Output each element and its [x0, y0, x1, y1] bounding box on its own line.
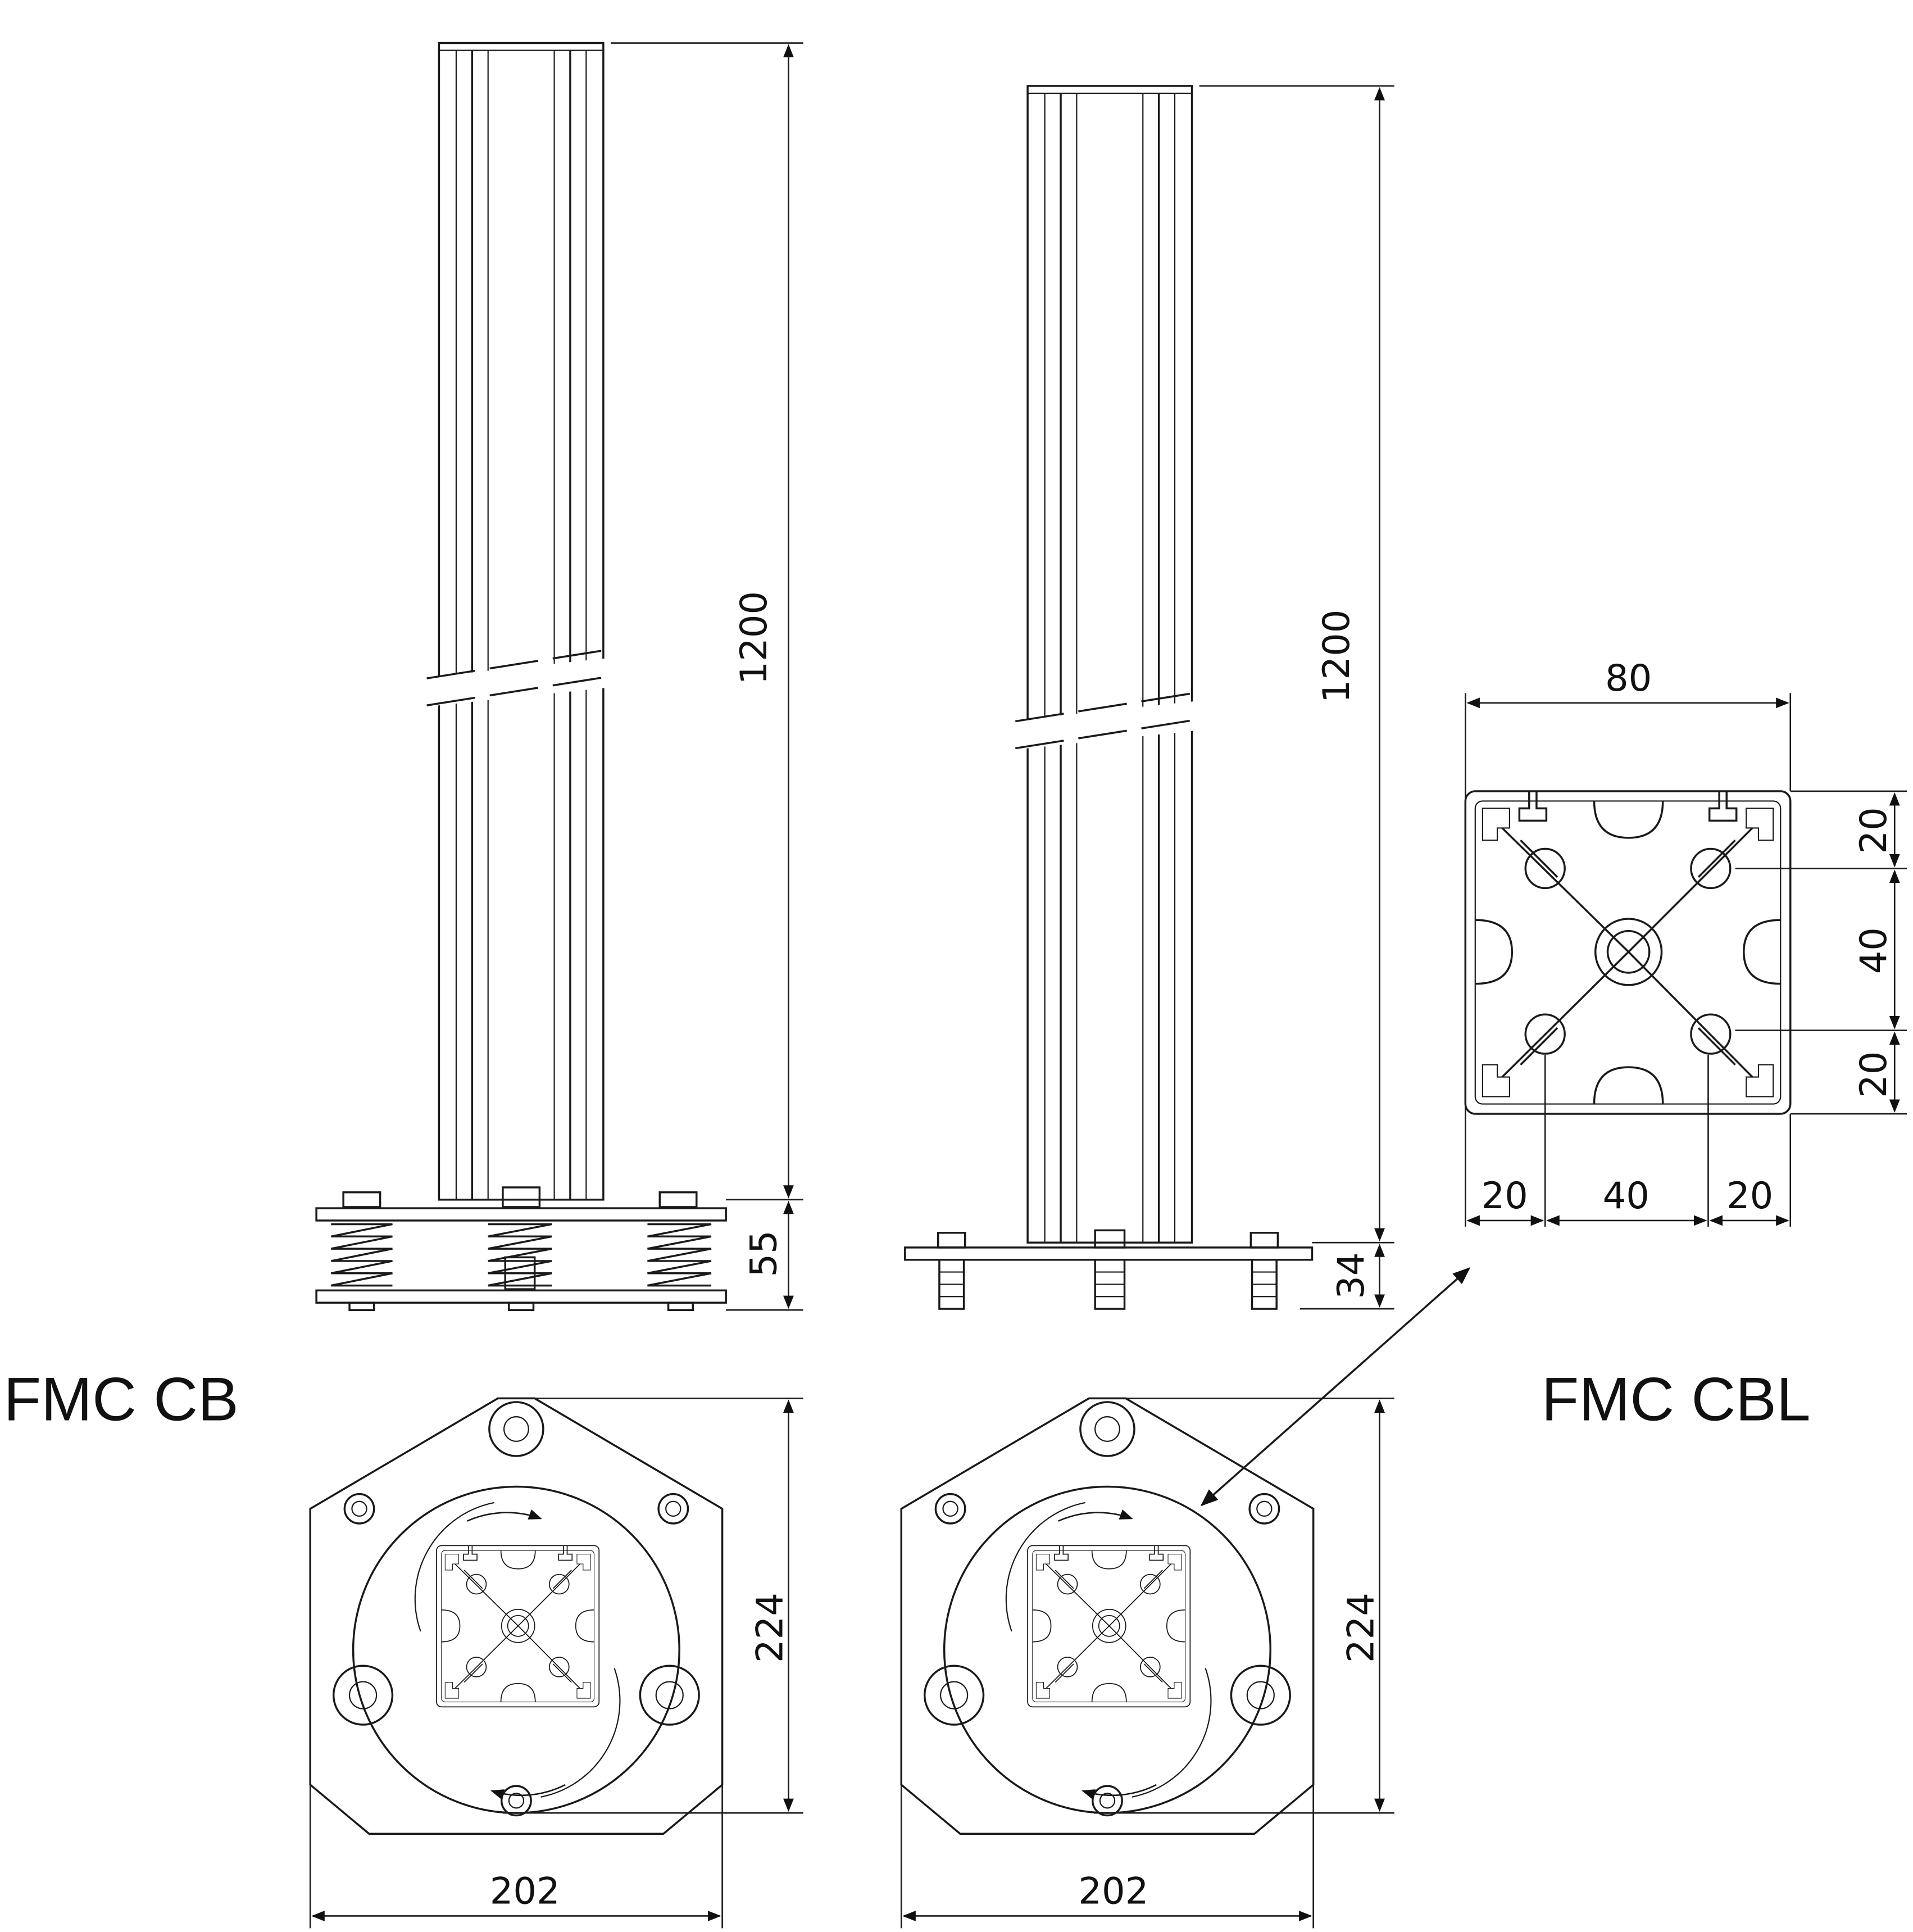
right-plan-view: [901, 1398, 1313, 1834]
profile-right-bottom-label: 20: [1852, 1051, 1895, 1098]
profile-width-label: 80: [1605, 657, 1652, 700]
right-model-title: FMC CBL: [1542, 1366, 1811, 1434]
right-height-dimension: 1200 34: [1199, 85, 1394, 1310]
profile-dimensions: 80 20 40 20 20 40 20: [1465, 657, 1907, 1227]
right-leveling-base: [904, 1229, 1314, 1310]
left-plan-view: [310, 1398, 722, 1834]
profile-cross-section: [1464, 790, 1792, 1115]
right-plate-height-label: 224: [1340, 1593, 1383, 1663]
detail-arrow: [1200, 1267, 1471, 1507]
profile-bottom-mid-label: 40: [1603, 1174, 1650, 1217]
right-column: [1012, 85, 1210, 1244]
right-height-label: 1200: [1315, 610, 1358, 704]
left-model-title: FMC CB: [4, 1366, 239, 1434]
profile-right-top-label: 20: [1852, 807, 1895, 854]
left-column: [423, 42, 622, 1201]
profile-bottom-right-label: 20: [1726, 1174, 1773, 1217]
right-plate-width-label: 202: [1078, 1870, 1148, 1913]
right-base-height-label: 34: [1330, 1252, 1373, 1299]
profile-bottom-left-label: 20: [1482, 1174, 1528, 1217]
left-plan-dimensions: 224 202: [309, 1398, 803, 1929]
left-base-height-label: 55: [743, 1230, 785, 1277]
left-height-dimension: 1200 55: [610, 42, 803, 1311]
left-plate-width-label: 202: [490, 1870, 560, 1913]
left-height-label: 1200: [733, 591, 775, 685]
left-spring-base: [315, 1186, 727, 1311]
left-plate-height-label: 224: [749, 1593, 792, 1663]
right-plan-dimensions: 224 202: [900, 1398, 1394, 1929]
profile-right-mid-label: 40: [1852, 927, 1895, 974]
